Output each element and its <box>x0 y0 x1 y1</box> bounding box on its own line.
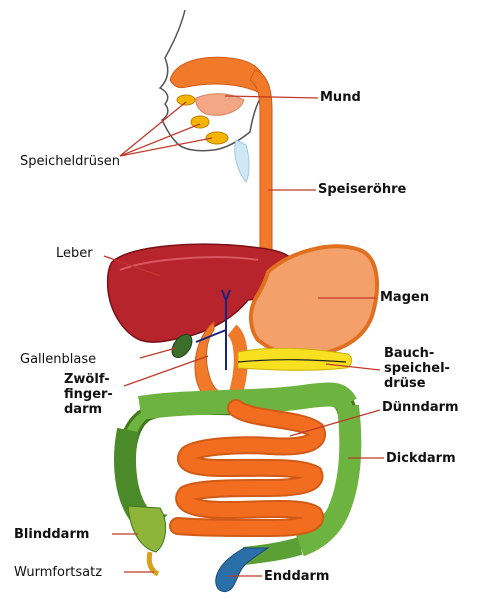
label-speicheldruesen: Speicheldrüsen <box>20 154 120 169</box>
pharynx <box>235 140 249 182</box>
leader-gallenblase <box>140 348 176 358</box>
label-magen: Magen <box>380 290 429 305</box>
oral-cavity <box>170 57 265 92</box>
label-enddarm: Enddarm <box>264 569 329 584</box>
tongue <box>196 94 244 116</box>
leader-speicheldruesen-1 <box>120 102 186 156</box>
label-blinddarm: Blinddarm <box>14 527 89 542</box>
small-intestine <box>178 408 317 528</box>
appendix <box>149 552 158 574</box>
label-zwoelffingerdarm: Zwölf- finger- darm <box>64 372 113 417</box>
label-wurmfortsatz: Wurmfortsatz <box>14 565 102 580</box>
label-bauchspeicheldruese: Bauch- speichel- drüse <box>384 346 450 391</box>
label-dickdarm: Dickdarm <box>386 451 456 466</box>
label-speiseroehre: Speiseröhre <box>318 182 406 197</box>
label-duenndarm: Dünndarm <box>382 400 459 415</box>
leader-speicheldruesen-2 <box>120 124 200 156</box>
leader-speicheldruesen-3 <box>120 138 212 156</box>
cecum <box>128 506 166 552</box>
label-mund: Mund <box>320 90 361 105</box>
salivary-gland-1 <box>177 95 195 105</box>
label-gallenblase: Gallenblase <box>20 352 96 367</box>
label-leber: Leber <box>56 246 93 261</box>
